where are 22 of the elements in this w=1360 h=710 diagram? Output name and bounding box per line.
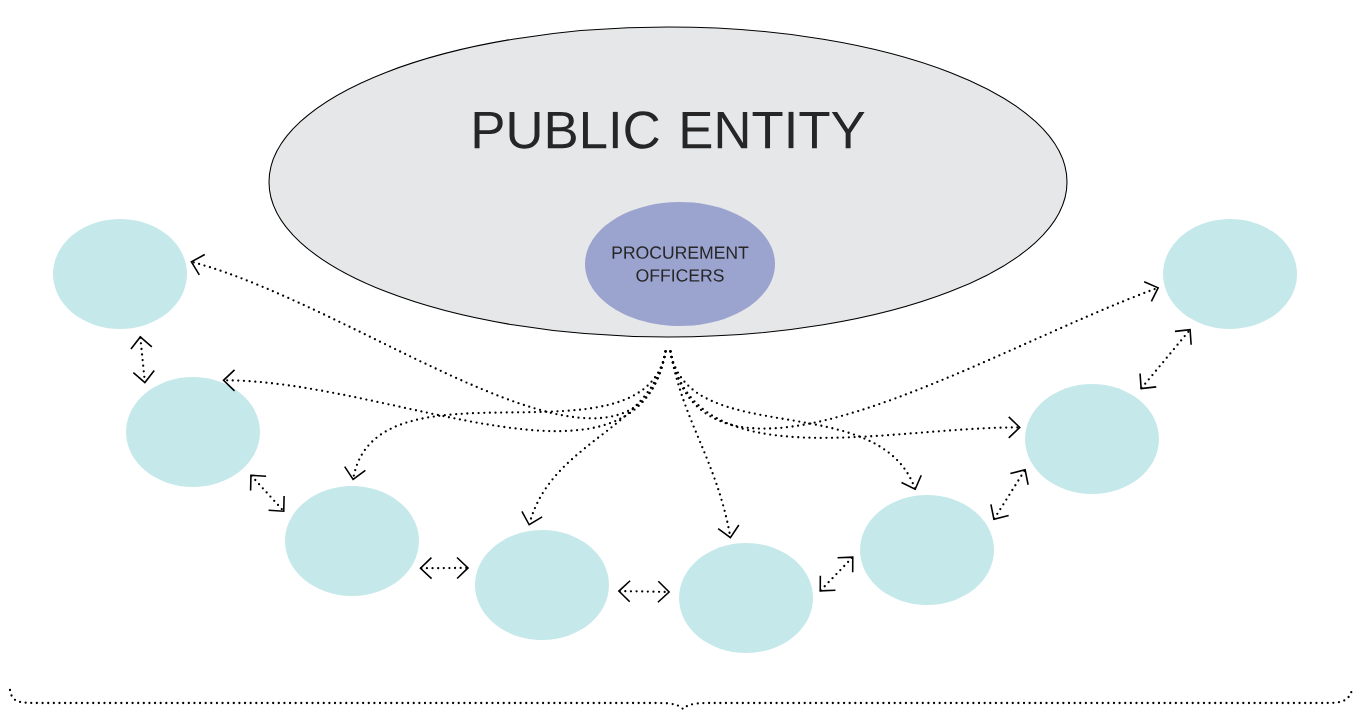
arrow bbox=[419, 556, 470, 580]
circle bbox=[53, 219, 187, 329]
circle bbox=[475, 530, 609, 640]
arrow bbox=[190, 253, 667, 419]
entity-ellipse bbox=[268, 26, 1068, 338]
arrow bbox=[521, 350, 667, 526]
arrow bbox=[249, 474, 285, 513]
arrow bbox=[990, 468, 1029, 521]
circle bbox=[285, 486, 419, 596]
arrow bbox=[1139, 328, 1192, 390]
label-text: PROCUREMENT OFFICERS bbox=[612, 246, 749, 282]
circle bbox=[1025, 384, 1159, 494]
circle bbox=[126, 377, 260, 487]
arrow bbox=[617, 579, 671, 604]
officers-ellipse bbox=[585, 202, 775, 326]
arrow bbox=[130, 335, 155, 384]
arrow bbox=[819, 556, 854, 592]
circle bbox=[1163, 219, 1297, 329]
title-text: PUBLIC ENTITY bbox=[474, 111, 865, 149]
arrow bbox=[669, 280, 1160, 430]
circle bbox=[679, 543, 813, 653]
circle bbox=[860, 495, 994, 605]
